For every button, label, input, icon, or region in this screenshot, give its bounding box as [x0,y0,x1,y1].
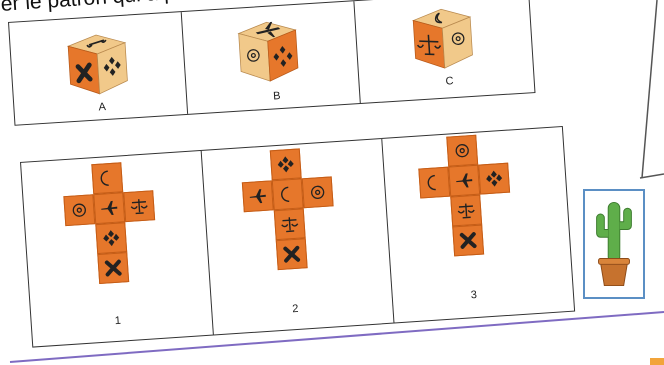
net-1-face-right [123,190,155,222]
highlight-mark [650,358,664,365]
net-3-face-top [446,135,478,167]
net-2-label: 2 [292,303,299,315]
cube-b [228,10,309,91]
scale-icon [281,217,298,232]
net-1-face-center [93,192,125,224]
net-cell-3: 3 [382,127,572,322]
diamond-icon [103,230,120,247]
moon-icon [101,171,109,185]
cube-a [57,23,138,104]
cube-c-label: C [445,75,454,87]
scale-icon [458,203,475,218]
nets-table: 1 2 [20,126,575,348]
diamond-icon [486,170,503,187]
moon-icon [428,176,436,190]
net-3-face-lower [450,195,482,227]
cross-icon [285,248,298,261]
cactus-card [583,189,645,299]
net-3-face-left [418,167,450,199]
diamond-icon [277,156,294,173]
net-cell-2: 2 [202,139,395,335]
net-cell-1: 1 [21,151,214,347]
net-1-face-lower [95,222,127,254]
plane-icon [101,201,118,216]
plane-icon [456,173,473,188]
net-3-label: 3 [470,289,477,301]
net-1-face-bottom [97,252,129,284]
net-2-face-bottom [276,238,308,270]
net-2-face-lower [274,208,306,240]
net-3-face-center [448,165,480,197]
net-1-face-top [91,162,123,194]
cube-b-label: B [273,90,281,102]
cube-cell-b: B [182,1,361,114]
cube-cell-c: C [354,0,534,103]
flower-icon [311,186,324,199]
net-2-face-center [272,178,304,210]
flower-icon [456,144,469,157]
net-2-face-right [302,176,334,208]
net-3-face-right [478,163,510,195]
net-1 [41,159,182,337]
cross-icon [107,262,120,275]
sheet-edge-vertical [642,0,657,178]
moon-icon [281,187,289,201]
cactus-icon [585,191,643,297]
flower-icon [73,204,86,217]
net-2 [220,145,361,323]
net-2-face-top [270,148,302,180]
net-3-face-bottom [452,225,484,257]
net-1-face-left [63,194,95,226]
net-3 [396,131,537,309]
plane-icon [249,189,266,204]
net-2-face-left [242,180,274,212]
cross-icon [462,234,475,247]
sheet-edge-right [640,174,664,178]
cube-c [403,0,484,78]
scale-icon [131,199,148,214]
net-1-label: 1 [114,315,121,327]
cube-cell-a: A [9,12,188,125]
cube-a-label: A [98,101,106,113]
